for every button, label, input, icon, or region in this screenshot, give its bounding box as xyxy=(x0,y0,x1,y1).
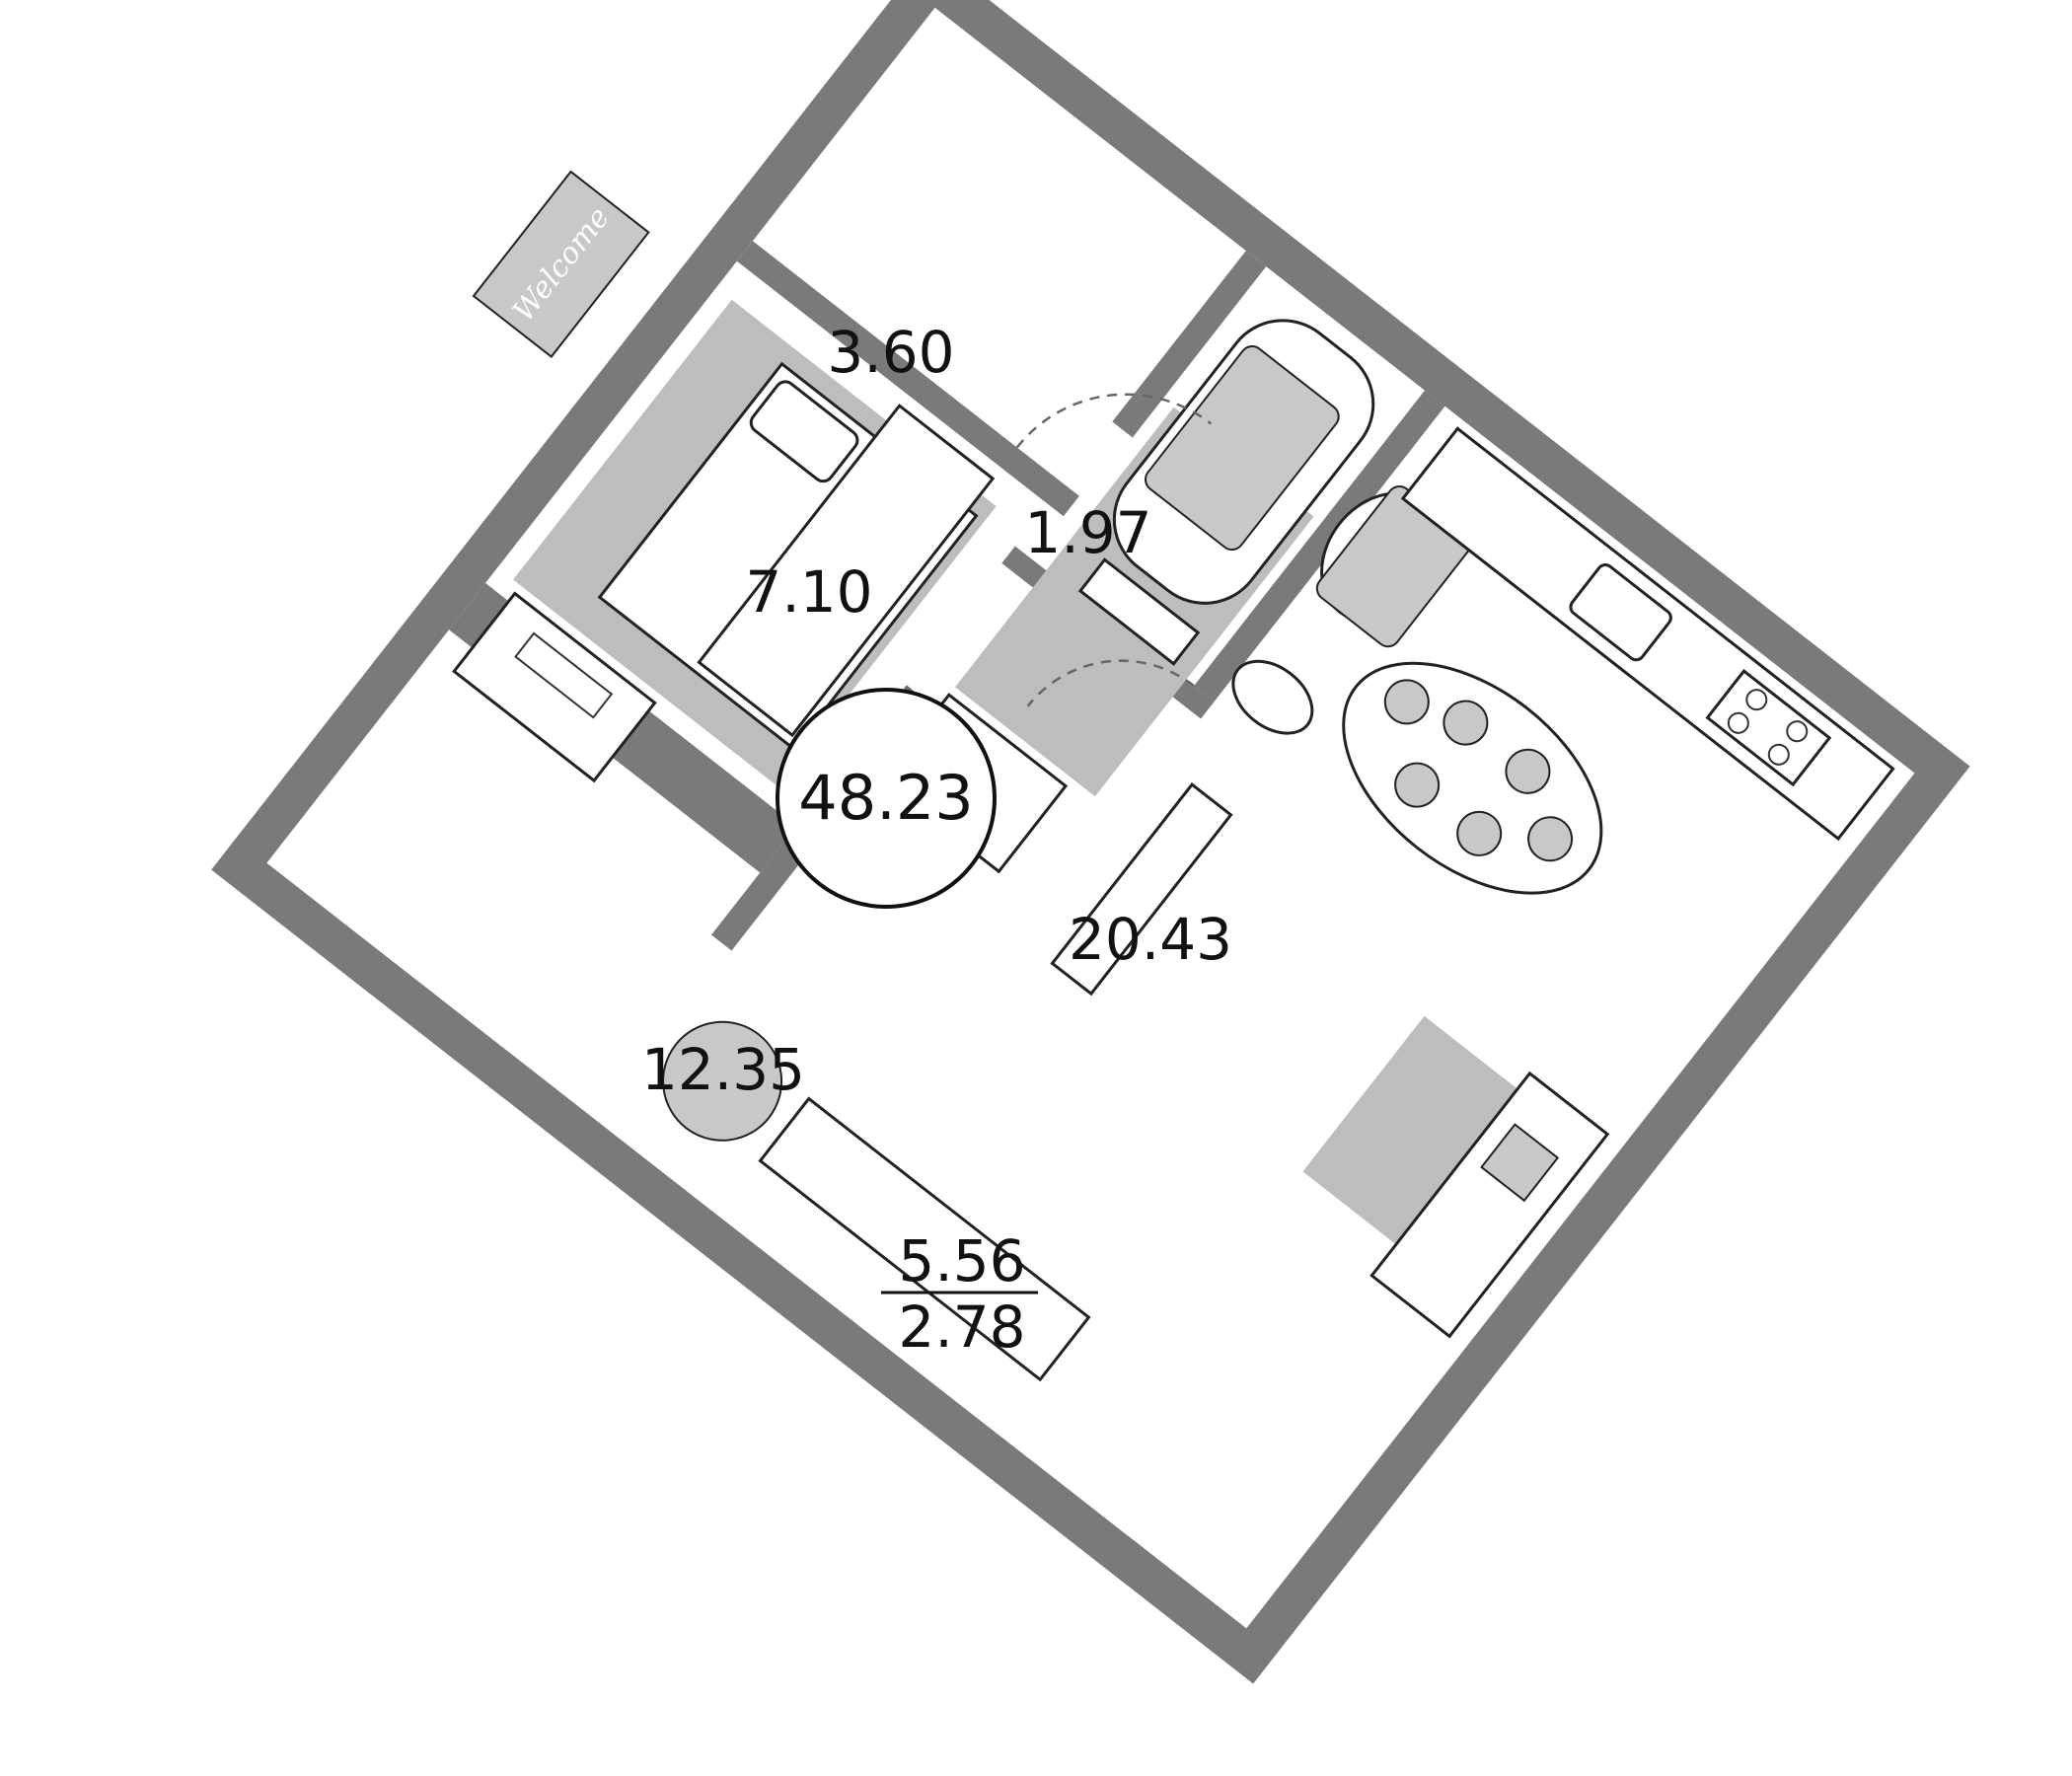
doormat: Welcome xyxy=(472,170,650,358)
burner xyxy=(1786,720,1809,743)
burner xyxy=(1727,711,1749,734)
cooktop xyxy=(1705,669,1832,787)
door-arc xyxy=(1015,393,1213,449)
kitchen-living-area-label: 20.43 xyxy=(1069,906,1232,973)
sofa xyxy=(1369,1071,1610,1339)
plate xyxy=(1505,748,1551,794)
toilet-sink xyxy=(1231,659,1314,735)
tv-stand xyxy=(1050,781,1233,997)
washing-machine xyxy=(1077,557,1201,666)
bath-mat xyxy=(1144,345,1340,552)
kitchen-sink xyxy=(1569,563,1672,662)
wardrobe xyxy=(697,404,996,738)
plate xyxy=(1527,816,1574,862)
partition-wall xyxy=(736,241,1079,517)
toilet-area-label: 1.97 xyxy=(1024,499,1151,566)
plate xyxy=(1383,679,1430,725)
balcony-area-label: 5.56 xyxy=(898,1227,1025,1295)
cushion xyxy=(1480,1123,1560,1203)
plate xyxy=(1456,810,1503,856)
keyboard xyxy=(514,631,614,719)
plate xyxy=(1443,700,1489,746)
balcony-radiator xyxy=(758,1096,1091,1382)
plate xyxy=(1394,762,1441,808)
partition-wall xyxy=(1194,390,1445,703)
partition-wall xyxy=(1112,251,1267,438)
burner xyxy=(1767,743,1790,766)
hallway-area-label: 7.10 xyxy=(745,558,872,626)
plan-rotated xyxy=(211,0,1970,1684)
balcony-table xyxy=(662,1020,783,1142)
total-area-label: 48.23 xyxy=(798,762,974,834)
burner xyxy=(1745,689,1768,711)
balcony-reduced-area-label: 2.78 xyxy=(898,1294,1025,1361)
bathroom-area-label: 3.60 xyxy=(827,319,954,386)
total-area-circle xyxy=(776,688,997,909)
bedroom-area-label: 12.35 xyxy=(641,1036,805,1103)
pillow xyxy=(749,380,859,483)
door-arc xyxy=(1026,659,1195,707)
